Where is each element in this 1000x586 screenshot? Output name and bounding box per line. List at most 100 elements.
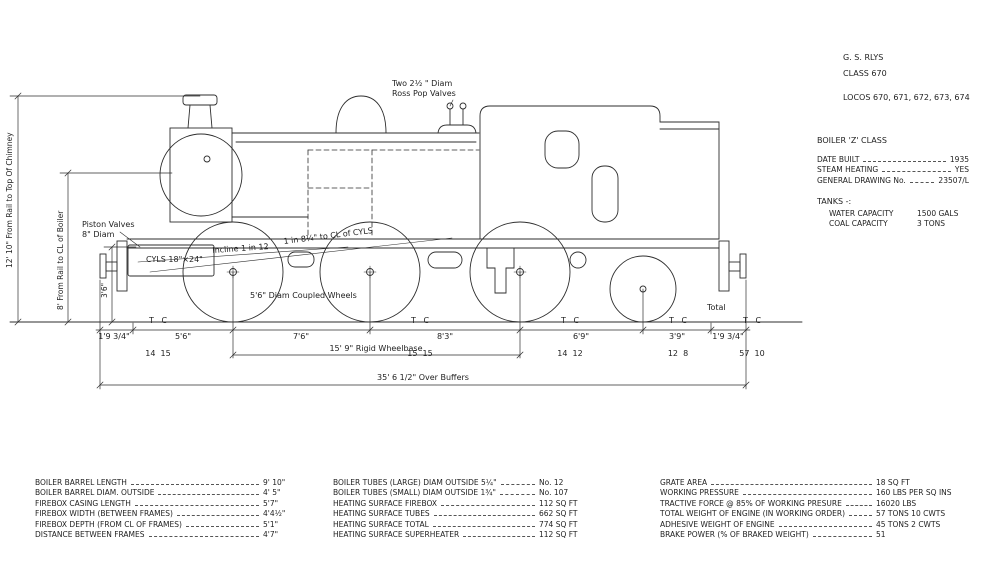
spec-label: BOILER TUBES (SMALL) DIAM OUTSIDE 1¾" xyxy=(333,488,497,497)
spec-value: No. 12 xyxy=(539,477,564,487)
leader-dashes xyxy=(185,525,259,527)
axle-load-col-1: T C 14 15 xyxy=(145,293,170,381)
rigid-wheelbase-label: 15' 9" Rigid Wheelbase xyxy=(329,344,423,353)
spec-label: BRAKE POWER (% OF BRAKED WEIGHT) xyxy=(660,530,809,539)
spec-label: HEATING SURFACE TOTAL xyxy=(333,519,429,529)
title-block: G. S. RLYS CLASS 670 LOCOS 670, 671, 672… xyxy=(843,50,970,106)
info-value: YES xyxy=(954,165,969,174)
spec-label: HEATING SURFACE SUPERHEATER xyxy=(333,530,460,539)
spec-row: HEATING SURFACE TUBES 662 SQ FT xyxy=(333,508,591,518)
spec-row: BOILER TUBES (LARGE) DIAM OUTSIDE 5¼" No.… xyxy=(333,476,591,487)
axle-load-header: T C xyxy=(742,316,762,325)
spec-label: BOILER BARREL LENGTH xyxy=(35,477,127,487)
chimney xyxy=(182,94,218,129)
spec-value: 4'7" xyxy=(263,530,279,539)
tank-label: WATER CAPACITY xyxy=(829,208,894,218)
leader-dashes xyxy=(812,536,872,537)
spec-row: DISTANCE BETWEEN FRAMES 4'7" xyxy=(35,529,297,539)
spec-row: HEATING SURFACE TOTAL 774 SQ FT xyxy=(333,518,591,529)
axle-load-header: T C xyxy=(560,316,580,325)
info-label: STEAM HEATING xyxy=(817,165,879,174)
axle-load-value: 12 8 xyxy=(667,349,689,358)
spec-row: TOTAL WEIGHT OF ENGINE (IN WORKING ORDER… xyxy=(660,508,958,518)
footplate-frames xyxy=(119,231,720,294)
spec-label: WORKING PRESSURE xyxy=(660,488,739,497)
pop-valves-label: Two 2½ " Diam Ross Pop Valves xyxy=(392,79,456,99)
axle-load-value: 14 12 xyxy=(557,349,583,358)
leader-dashes xyxy=(845,504,872,506)
spec-label: FIREBOX WIDTH (BETWEEN FRAMES) xyxy=(35,509,173,518)
spec-label: FIREBOX DEPTH (FROM CL OF FRAMES) xyxy=(35,519,182,529)
spec-label: BOILER TUBES (LARGE) DIAM OUTSIDE 5¼" xyxy=(333,477,497,487)
spec-row: BOILER BARREL LENGTH 9' 10" xyxy=(35,476,297,487)
pop-valves-line2: Ross Pop Valves xyxy=(392,89,456,98)
cab-bunker xyxy=(479,105,720,240)
leader-dashes xyxy=(863,160,946,162)
axle-load-value: 57 10 xyxy=(739,349,765,358)
safety-valves xyxy=(437,99,477,134)
tank-value: 3 TONS xyxy=(917,219,946,228)
spec-value: 16020 LBS xyxy=(876,498,917,508)
info-label: GENERAL DRAWING No. xyxy=(817,175,906,185)
tank-label: COAL CAPACITY xyxy=(829,219,888,228)
info-row: STEAM HEATING YES xyxy=(817,164,969,174)
dim-rail-to-boiler-cl: 8' From Rail to CL of Boiler xyxy=(56,210,65,310)
spec-value: 774 SQ FT xyxy=(539,519,578,529)
spec-label: HEATING SURFACE FIREBOX xyxy=(333,498,438,508)
spec-value: 57 TONS 10 CWTS xyxy=(876,509,946,518)
dim-rail-to-chimney: 12' 10" From Rail to Top Of Chimney xyxy=(5,132,14,268)
over-buffers-label: 35' 6 1/2" Over Buffers xyxy=(377,373,469,382)
axle-load-total-col: T C 57 10 xyxy=(739,293,764,381)
leader-dashes xyxy=(130,483,259,485)
leader-dashes xyxy=(742,494,872,495)
spec-value: 9' 10" xyxy=(263,477,286,487)
water-tank-outline xyxy=(307,149,480,237)
spec-row: FIREBOX WIDTH (BETWEEN FRAMES)4'4½" xyxy=(35,508,297,518)
leader-dashes xyxy=(500,483,535,485)
dim-rear-overhang: 1'9 3/4" xyxy=(712,332,744,341)
leader-dashes xyxy=(441,504,535,506)
dim-front-overhang: 1'9 3/4" xyxy=(98,332,130,341)
spec-row: FIREBOX DEPTH (FROM CL OF FRAMES)5'1" xyxy=(35,518,297,529)
leader-dashes xyxy=(849,515,872,516)
spec-label: TOTAL WEIGHT OF ENGINE (IN WORKING ORDER… xyxy=(660,509,846,518)
axle-load-header: T C xyxy=(148,316,168,325)
leader-dashes xyxy=(882,171,951,172)
dim-axle3-axle4: 6'9" xyxy=(572,332,590,341)
info-value: 1935 xyxy=(949,154,969,164)
spec-value: 662 SQ FT xyxy=(539,509,578,518)
spec-row: BRAKE POWER (% OF BRAKED WEIGHT)51 xyxy=(660,529,958,539)
piston-valves-line1: Piston Valves xyxy=(82,220,135,229)
axle-load-value: 14 15 xyxy=(145,349,171,358)
spec-label: BOILER BARREL DIAM. OUTSIDE xyxy=(35,488,155,497)
tanks-heading: TANKS -: xyxy=(817,196,852,206)
dim-axle2-axle3: 8'3" xyxy=(436,332,454,341)
spec-table-tubes: BOILER TUBES (LARGE) DIAM OUTSIDE 5¼" No.… xyxy=(333,476,591,540)
dim-axle1-axle2: 7'6" xyxy=(292,332,310,341)
leader-dashes xyxy=(909,181,935,183)
spec-row: TRACTIVE FORCE @ 85% OF WORKING PRESURE 1… xyxy=(660,497,958,508)
spec-label: HEATING SURFACE TUBES xyxy=(333,509,430,518)
leader-dashes xyxy=(176,515,259,516)
axle-load-col-2: T C 15 15 xyxy=(407,293,432,381)
spec-value: 45 TONS 2 CWTS xyxy=(876,519,941,529)
spec-value: 18 SQ FT xyxy=(876,477,910,487)
piston-valves-label: Piston Valves 8" Diam xyxy=(82,220,134,240)
spec-table-boiler: BOILER BARREL LENGTH 9' 10" BOILER BARREL… xyxy=(35,476,297,540)
leader-dashes xyxy=(148,536,259,537)
spec-label: TRACTIVE FORCE @ 85% OF WORKING PRESURE xyxy=(660,498,842,508)
dimension-lines xyxy=(9,92,751,390)
boiler-class-heading: BOILER 'Z' CLASS xyxy=(817,136,887,145)
spec-label: DISTANCE BETWEEN FRAMES xyxy=(35,530,145,539)
info-block: BOILER 'Z' CLASS DATE BUILT 1935 STEAM H… xyxy=(817,136,969,230)
dim-buffer-to-axle1: 5'6" xyxy=(174,332,192,341)
